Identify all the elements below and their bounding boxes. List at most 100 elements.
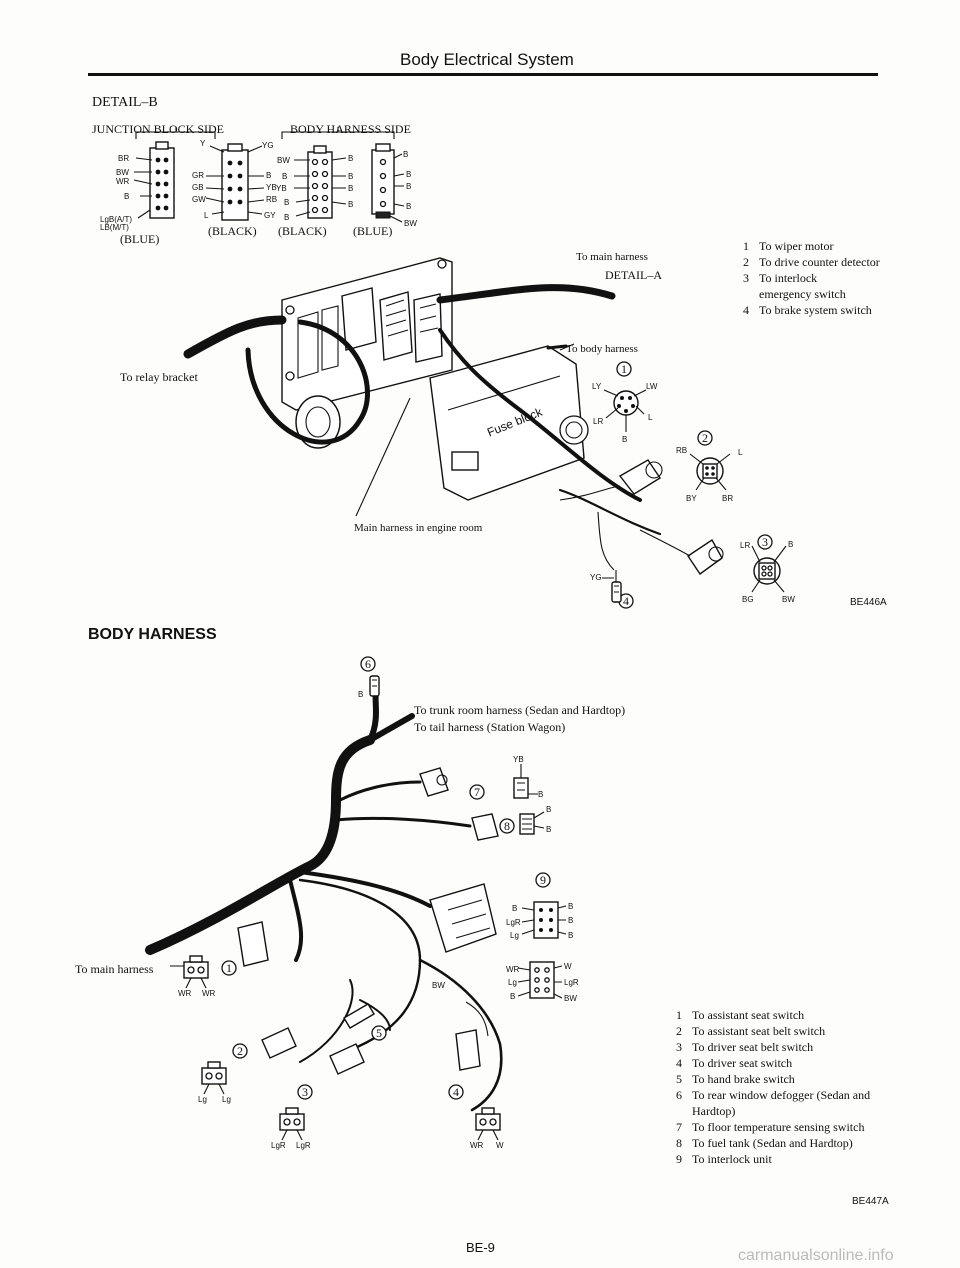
callout-3-detail-b: 3 [757, 534, 773, 550]
svg-text:YB: YB [266, 183, 277, 192]
svg-text:B: B [568, 902, 573, 911]
svg-text:GY: GY [264, 211, 276, 220]
blue-left-label: (BLUE) [120, 232, 160, 246]
svg-text:B: B [788, 540, 793, 549]
svg-text:YG: YG [262, 141, 274, 150]
svg-text:RB: RB [676, 446, 687, 455]
svg-text:YG: YG [590, 573, 602, 582]
svg-text:B: B [406, 202, 411, 211]
svg-text:B: B [266, 171, 271, 180]
callout-9: 9 [535, 872, 551, 888]
svg-text:B: B [546, 825, 551, 834]
svg-text:LR: LR [740, 541, 750, 550]
callout-1-detail-b: 1 [616, 361, 632, 377]
svg-text:9: 9 [540, 873, 546, 887]
svg-text:L: L [204, 211, 209, 220]
svg-text:GR: GR [192, 171, 204, 180]
detail-b-connector-2: RB L BY BR [559, 446, 743, 503]
svg-text:BW: BW [564, 994, 577, 1003]
detail-a-label: DETAIL–A [605, 268, 663, 282]
junction-connector-blue: BR BW WR B LgB(A/T) LB(M/T) [100, 141, 175, 232]
svg-text:Lg: Lg [198, 1095, 207, 1104]
svg-text:LR: LR [593, 417, 603, 426]
svg-text:YB: YB [513, 755, 524, 764]
svg-text:4: 4 [623, 594, 629, 608]
detail-b-title: DETAIL–B [92, 95, 158, 110]
callout-2: 2 [232, 1043, 248, 1059]
svg-text:B: B [622, 435, 627, 444]
to-relay-bracket-label: To relay bracket [120, 370, 198, 384]
svg-text:GB: GB [192, 183, 204, 192]
svg-text:LgR: LgR [506, 918, 521, 927]
svg-text:BW: BW [404, 219, 417, 228]
svg-text:B: B [284, 213, 289, 222]
callout-8: 8 [499, 818, 515, 834]
svg-text:B: B [568, 916, 573, 925]
page-number: BE-9 [466, 1240, 495, 1255]
figure-code-be446a: BE446A [850, 597, 887, 608]
svg-text:LgB(A/T): LgB(A/T) [100, 215, 132, 224]
svg-text:B: B [348, 200, 353, 209]
svg-text:B: B [348, 172, 353, 181]
svg-text:6: 6 [365, 657, 371, 671]
svg-text:GW: GW [192, 195, 206, 204]
svg-text:B: B [538, 790, 543, 799]
black-left-label: (BLACK) [208, 224, 257, 238]
svg-text:WR: WR [202, 989, 216, 998]
svg-text:WR: WR [178, 989, 192, 998]
black-right-label: (BLACK) [278, 224, 327, 238]
svg-text:B: B [406, 182, 411, 191]
svg-text:WR: WR [116, 177, 130, 186]
svg-text:B: B [512, 904, 517, 913]
svg-text:B: B [406, 170, 411, 179]
svg-text:B: B [124, 192, 129, 201]
body-harness-assembly: B YB B B B B LgR Lg B B B WR Lg [145, 675, 579, 1150]
svg-text:B: B [546, 805, 551, 814]
trunk-harness-label: To trunk room harness (Sedan and Hardtop… [414, 703, 626, 717]
svg-text:3: 3 [302, 1085, 308, 1099]
svg-text:LgR: LgR [296, 1141, 311, 1150]
svg-text:BY: BY [686, 494, 697, 503]
svg-text:BG: BG [742, 595, 754, 604]
main-harness-engine-room-label: Main harness in engine room [354, 522, 483, 534]
tail-harness-label: To tail harness (Station Wagon) [414, 720, 566, 734]
svg-text:B: B [282, 172, 287, 181]
svg-text:W: W [564, 962, 572, 971]
header-rule [88, 73, 878, 76]
svg-text:B: B [348, 184, 353, 193]
callout-3: 3 [297, 1084, 313, 1100]
svg-text:2: 2 [237, 1044, 243, 1058]
svg-text:BW: BW [277, 156, 290, 165]
svg-text:W: W [496, 1141, 504, 1150]
svg-text:1: 1 [621, 362, 627, 376]
callout-2-detail-b: 2 [697, 430, 713, 446]
svg-text:LB(M/T): LB(M/T) [100, 223, 129, 232]
body-harness-title: BODY HARNESS [88, 626, 217, 643]
callout-5: 5 [371, 1025, 387, 1041]
svg-text:7: 7 [474, 785, 480, 799]
callout-1: 1 [221, 960, 237, 976]
svg-text:Y: Y [200, 139, 206, 148]
svg-text:Lg: Lg [508, 978, 517, 987]
to-body-harness-label: To body harness [566, 343, 638, 355]
svg-text:RB: RB [266, 195, 277, 204]
svg-text:YB: YB [276, 184, 287, 193]
svg-text:BR: BR [722, 494, 733, 503]
svg-text:B: B [568, 931, 573, 940]
svg-text:4: 4 [453, 1085, 459, 1099]
callout-6: 6 [360, 656, 376, 672]
body-harness-connector-black: BW B YB B B B B B B [276, 145, 353, 222]
svg-text:BW: BW [782, 595, 795, 604]
